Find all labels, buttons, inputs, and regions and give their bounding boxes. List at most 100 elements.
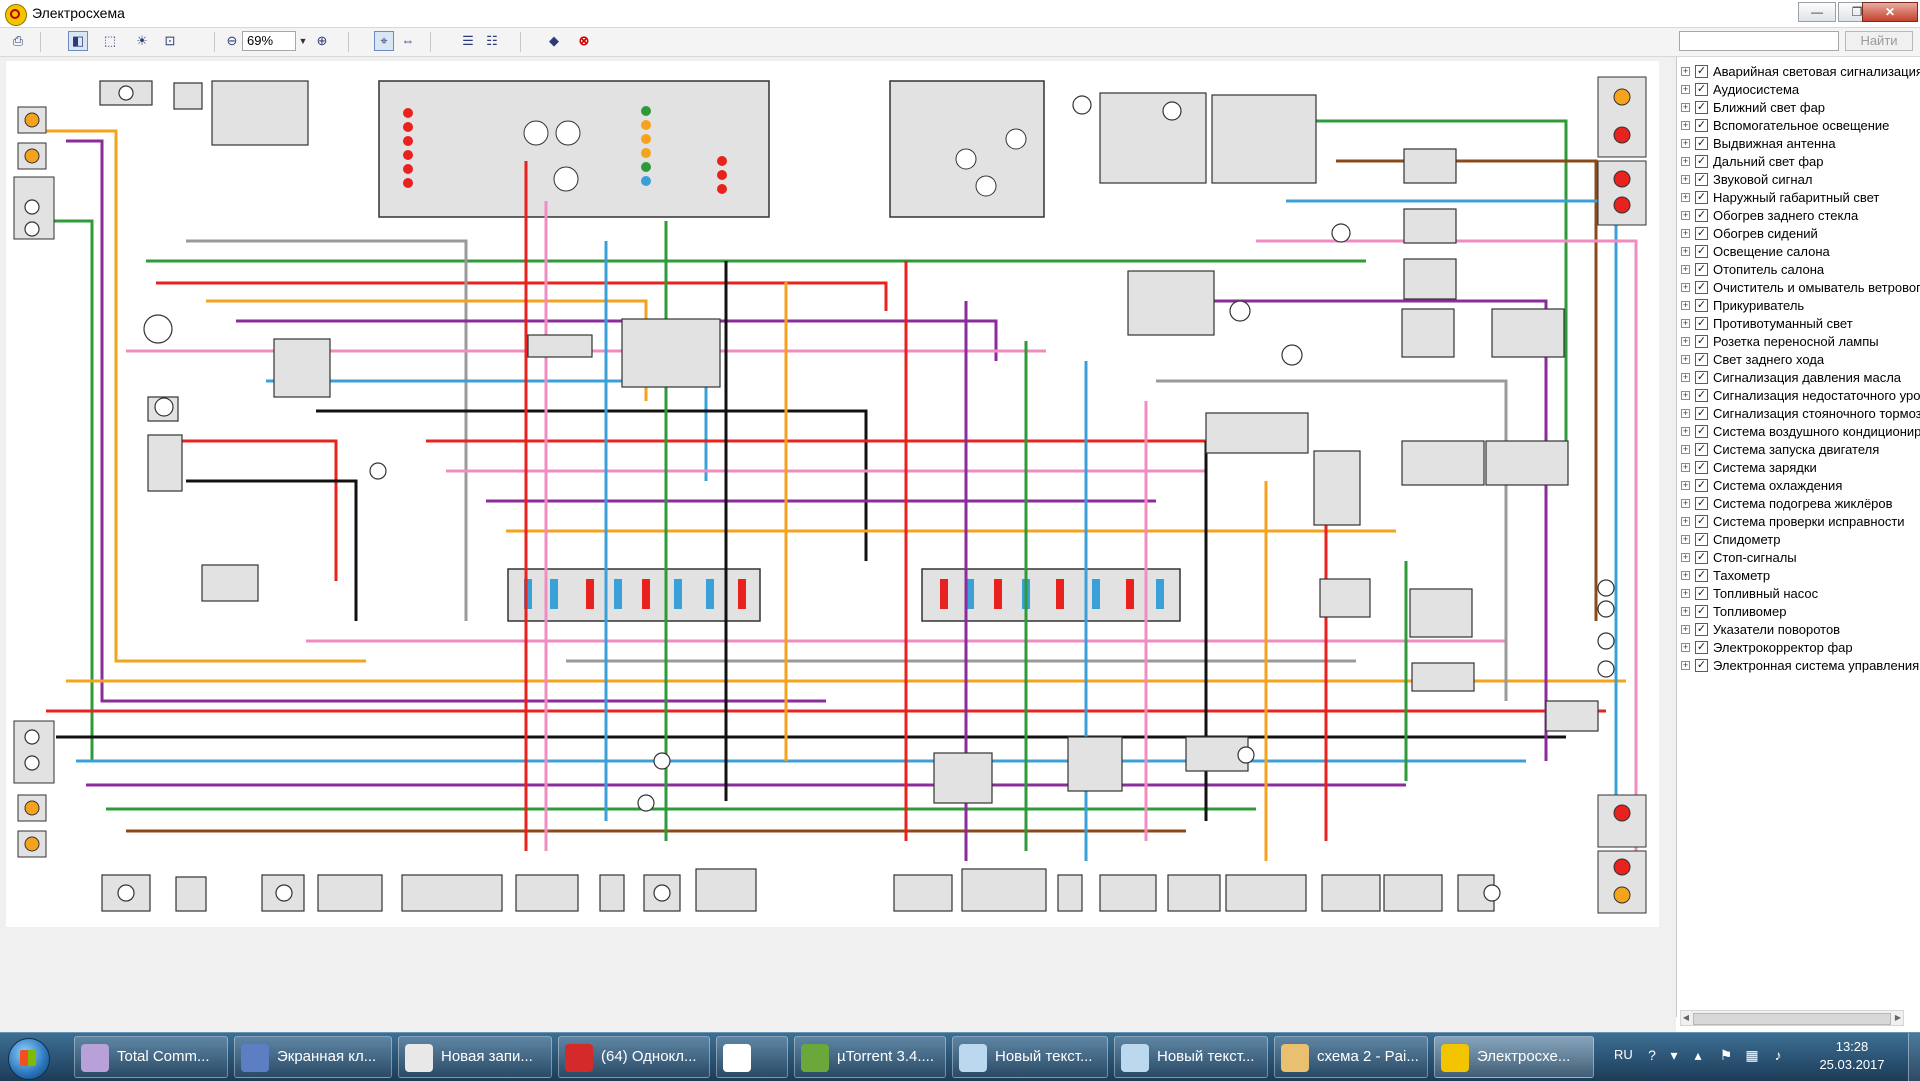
task-yandex[interactable] [716,1036,788,1078]
layer-item[interactable]: +✓Стоп-сигналы [1681,549,1920,567]
expand-icon[interactable]: + [1681,660,1690,670]
start-button[interactable] [8,1038,50,1080]
layer-checkbox[interactable]: ✓ [1695,335,1708,348]
layer-item[interactable]: +✓Освещение салона [1681,243,1920,261]
components[interactable] [99,80,1599,912]
layer-item[interactable]: +✓Дальний свет фар [1681,153,1920,171]
right-lamps[interactable] [1597,76,1647,914]
wiring-diagram-canvas[interactable] [6,61,1659,927]
eraser-icon[interactable]: ◆ [549,33,559,48]
expand-icon[interactable]: + [1681,354,1690,364]
expand-icon[interactable]: + [1681,480,1690,490]
layer-checkbox[interactable]: ✓ [1695,461,1708,474]
trace-wire-icon[interactable]: ⌖ [374,31,394,51]
expand-icon[interactable]: + [1681,102,1690,112]
layer-checkbox[interactable]: ✓ [1695,155,1708,168]
dashboard-lighting-module[interactable] [889,80,1045,218]
link-mode-icon[interactable]: ⬚ [103,33,117,48]
layer-checkbox[interactable]: ✓ [1695,605,1708,618]
layers-check-icon[interactable]: ☷ [486,33,498,48]
layer-checkbox[interactable]: ✓ [1695,119,1708,132]
layer-item[interactable]: +✓Обогрев сидений [1681,225,1920,243]
layer-item[interactable]: +✓Электронная система управления [1681,657,1920,675]
layer-checkbox[interactable]: ✓ [1695,443,1708,456]
minimize-button[interactable]: — [1798,2,1836,22]
fuse-box-right[interactable] [921,568,1181,622]
expand-icon[interactable]: + [1681,498,1690,508]
expand-icon[interactable]: + [1681,372,1690,382]
wire-bundle[interactable] [26,119,1638,881]
layer-checkbox[interactable]: ✓ [1695,317,1708,330]
layer-item[interactable]: +✓Ближний свет фар [1681,99,1920,117]
layer-item[interactable]: +✓Система подогрева жиклёров [1681,495,1920,513]
layer-item[interactable]: +✓Наружный габаритный свет [1681,189,1920,207]
expand-icon[interactable]: + [1681,426,1690,436]
layer-item[interactable]: +✓Сигнализация стояночного тормоза [1681,405,1920,423]
diagram-viewport[interactable] [0,57,1676,1032]
chevron-down-icon[interactable]: ▾ [1670,1047,1678,1063]
layer-item[interactable]: +✓Выдвижная антенна [1681,135,1920,153]
expand-icon[interactable]: + [1681,516,1690,526]
task-notepad-1[interactable]: Новый текст... [952,1036,1108,1078]
flag-icon[interactable]: ⚑ [1719,1047,1733,1063]
expand-icon[interactable]: + [1681,66,1690,76]
task-screen-keyboard[interactable]: Экранная кл... [234,1036,392,1078]
zoom-out-icon[interactable]: ⊖ [226,33,238,48]
scroll-left-icon[interactable]: ◀ [1682,1013,1690,1022]
scroll-right-icon[interactable]: ▶ [1894,1013,1902,1022]
expand-icon[interactable]: + [1681,174,1690,184]
layers-list-icon[interactable]: ☰ [462,33,474,48]
layer-checkbox[interactable]: ✓ [1695,281,1708,294]
stop-icon[interactable]: ⊗ [578,33,590,48]
layer-checkbox[interactable]: ✓ [1695,479,1708,492]
select-mode-icon[interactable]: ◧ [68,31,88,51]
print-icon[interactable]: ⎙ [12,33,24,48]
layer-item[interactable]: +✓Топливный насос [1681,585,1920,603]
chevron-down-icon[interactable]: ▼ [298,36,308,46]
layer-checkbox[interactable]: ✓ [1695,137,1708,150]
volume-icon[interactable]: ♪ [1774,1047,1782,1063]
layer-item[interactable]: +✓Система проверки исправности [1681,513,1920,531]
task-opera[interactable]: (64) Однокл... [558,1036,710,1078]
expand-icon[interactable]: + [1681,84,1690,94]
expand-icon[interactable]: + [1681,246,1690,256]
layer-checkbox[interactable]: ✓ [1695,569,1708,582]
expand-icon[interactable]: + [1681,228,1690,238]
layer-item[interactable]: +✓Отопитель салона [1681,261,1920,279]
fuse-box-left[interactable] [507,568,761,622]
layer-item[interactable]: +✓Сигнализация недостаточного уровня [1681,387,1920,405]
layer-checkbox[interactable]: ✓ [1695,533,1708,546]
layer-checkbox[interactable]: ✓ [1695,299,1708,312]
expand-icon[interactable]: + [1681,606,1690,616]
layer-checkbox[interactable]: ✓ [1695,83,1708,96]
close-button[interactable]: ✕ [1862,2,1918,22]
layer-item[interactable]: +✓Сигнализация давления масла [1681,369,1920,387]
layer-item[interactable]: +✓Вспомогательное освещение [1681,117,1920,135]
zoom-select[interactable]: 69% [242,31,296,51]
layer-item[interactable]: +✓Аудиосистема [1681,81,1920,99]
task-notepad-2[interactable]: Новый текст... [1114,1036,1268,1078]
layer-checkbox[interactable]: ✓ [1695,641,1708,654]
find-button[interactable]: Найти [1845,31,1913,51]
task-chrome[interactable]: Новая запи... [398,1036,552,1078]
zoom-fit-icon[interactable]: ⊡ [164,33,176,48]
layer-checkbox[interactable]: ✓ [1695,245,1708,258]
expand-icon[interactable]: + [1681,192,1690,202]
expand-icon[interactable]: + [1681,552,1690,562]
expand-icon[interactable]: + [1681,444,1690,454]
layers-horizontal-scrollbar[interactable]: ◀ ▶ [1680,1010,1904,1026]
layer-item[interactable]: +✓Система запуска двигателя [1681,441,1920,459]
layer-item[interactable]: +✓Аварийная световая сигнализация [1681,63,1920,81]
layer-checkbox[interactable]: ✓ [1695,191,1708,204]
search-input[interactable] [1679,31,1839,51]
help-icon[interactable]: ? [1648,1047,1656,1063]
layer-item[interactable]: +✓Электрокорректор фар [1681,639,1920,657]
expand-icon[interactable]: + [1681,336,1690,346]
layer-checkbox[interactable]: ✓ [1695,65,1708,78]
layer-checkbox[interactable]: ✓ [1695,623,1708,636]
layer-item[interactable]: +✓Система охлаждения [1681,477,1920,495]
task-paint[interactable]: схема 2 - Pai... [1274,1036,1428,1078]
expand-icon[interactable]: + [1681,462,1690,472]
layer-checkbox[interactable]: ✓ [1695,551,1708,564]
scrollbar-thumb[interactable] [1693,1013,1891,1025]
